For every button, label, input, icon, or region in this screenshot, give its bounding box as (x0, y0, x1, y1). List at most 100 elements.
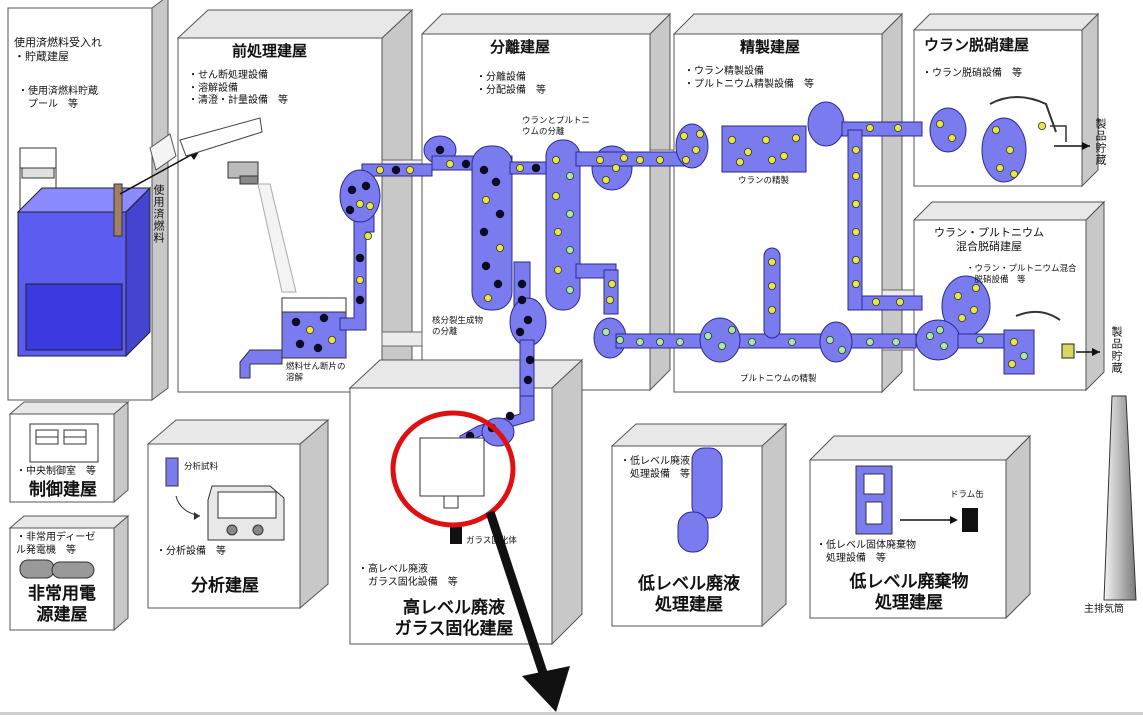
fission-product-pellet (479, 227, 489, 237)
low-solid-title: 低レベル廃棄物 処理建屋 (849, 572, 969, 614)
drum-label: ドラム缶 (950, 490, 984, 500)
plutonium-pellet (936, 325, 945, 334)
plutonium-pellet (656, 337, 665, 346)
separation-note-top: ウランとプルトニ ウムの分離 (522, 116, 591, 137)
analysis-equipment: ・分析設備 等 (156, 546, 226, 557)
mox-equipment: ・ウラン・プルトニウム混合 脱硝設備 等 (966, 264, 1077, 285)
uranium-pellet (375, 165, 384, 174)
fission-product-pellet (295, 339, 305, 349)
u-product-arrow (989, 96, 1090, 150)
fission-product-pellet (495, 209, 505, 219)
uranium-pellet (305, 325, 314, 334)
mox-title: ウラン・プルトニウム 混合脱硝建屋 (934, 226, 1044, 253)
uranium-pellet (780, 151, 789, 160)
fission-product-pellet (517, 279, 527, 289)
uranium-pellet (602, 175, 611, 184)
uranium-pellet (483, 293, 492, 302)
uranium-pellet (948, 133, 957, 142)
uranium-pellet (1010, 337, 1019, 346)
uranium-pellet (680, 131, 689, 140)
fission-product-pellet (319, 313, 329, 323)
fission-product-pellet (531, 163, 541, 173)
plutonium-pellet (788, 337, 797, 346)
uranium-pellet (894, 124, 903, 133)
stack-label: 主排気筒 (1084, 604, 1124, 615)
uranium-pellet (958, 313, 967, 322)
low-liquid-title: 低レベル廃液 処理建屋 (638, 574, 740, 616)
control-panel-icon (29, 423, 99, 463)
uranium-pellet (327, 335, 336, 344)
uranium-pellet (554, 227, 563, 236)
plutonium-pellet (940, 341, 949, 350)
plutonium-pellet (926, 331, 935, 340)
fuel-chips (257, 183, 297, 293)
uranium-pellet (656, 155, 665, 164)
solid-waste-press (855, 465, 978, 535)
spent-fuel-label: 使用済燃料 (152, 184, 165, 244)
vitrification-product: ガラス固化体 (466, 536, 517, 546)
uranium-pellet (608, 279, 617, 288)
uranium-pellet (896, 297, 905, 306)
analysis-glovebox (165, 457, 285, 541)
separation-title: 分離建屋 (490, 38, 551, 56)
uranium-pellet (495, 243, 504, 252)
uranium-pellet (768, 281, 777, 290)
emergency-power-building (8, 514, 130, 632)
separation-note-bottom: 核分裂生成物 の分離 (432, 316, 484, 337)
uranium-pellet (972, 283, 981, 292)
plutonium-pellet (636, 337, 645, 346)
control-title: 制御建屋 (29, 480, 97, 500)
plutonium-pellet (892, 337, 901, 346)
uranium-pellet (852, 171, 861, 180)
uranium-pellet (612, 163, 621, 172)
fission-product-pellet (481, 261, 491, 271)
uranium-pellet (768, 155, 777, 164)
low-solid-equipment: ・低レベル固体廃棄物 処理設備 等 (816, 540, 916, 564)
uranium-pellet (852, 145, 861, 154)
product-storage-label-1: 製品貯蔵 (1094, 118, 1107, 166)
uranium-pellet (405, 165, 414, 174)
receiving-title: 使用済燃料受入れ ・貯蔵建屋 (14, 36, 102, 63)
uranium-pellet (736, 157, 745, 166)
head-end-title: 前処理建屋 (232, 42, 308, 60)
uranium-pellet (872, 297, 881, 306)
plutonium-pellet (728, 325, 737, 334)
bottom-divider (0, 712, 1143, 715)
uranium-pellet (516, 163, 525, 172)
uranium-pellet (954, 291, 963, 300)
product-storage-label-2: 製品貯蔵 (1110, 326, 1123, 374)
uranium-pellet (992, 126, 1001, 135)
exhaust-stack (1103, 395, 1137, 601)
plutonium-pellet (566, 285, 575, 294)
uranium-pellet (768, 257, 777, 266)
fission-product-pellet (355, 253, 365, 263)
highlight-circle (390, 410, 516, 528)
uranium-pellet (996, 163, 1005, 172)
uranium-pellet (866, 124, 875, 133)
uranium-pellet (768, 305, 777, 314)
uranium-pellet (481, 195, 490, 204)
plutonium-pellet (566, 245, 575, 254)
purification-note-u: ウランの精製 (738, 176, 790, 186)
uranium-pellet (852, 199, 861, 208)
plutonium-pellet (704, 331, 713, 340)
fission-product-pellet (355, 295, 365, 305)
fission-product-pellet (345, 205, 355, 215)
vitrification-equipment: ・高レベル廃液 ガラス固化設備 等 (358, 564, 458, 588)
storage-pool (16, 183, 152, 358)
fission-product-pellet (505, 411, 515, 421)
u-denitration-equipment: ・ウラン脱硝設備 等 (922, 68, 1022, 79)
plutonium-pellet (866, 337, 875, 346)
control-equipment: ・中央制御室 等 (16, 466, 96, 477)
fission-product-pellet (391, 165, 401, 175)
plutonium-pellet (718, 341, 727, 350)
fission-product-pellet (525, 355, 535, 365)
plutonium-pellet (566, 171, 575, 180)
uranium-pellet (682, 155, 691, 164)
fission-product-pellet (523, 375, 533, 385)
uranium-pellet (552, 191, 561, 200)
emergency-title: 非常用電 源建屋 (28, 584, 96, 626)
low-liquid-equipment: ・低レベル廃液 処理設備 等 (620, 456, 690, 480)
